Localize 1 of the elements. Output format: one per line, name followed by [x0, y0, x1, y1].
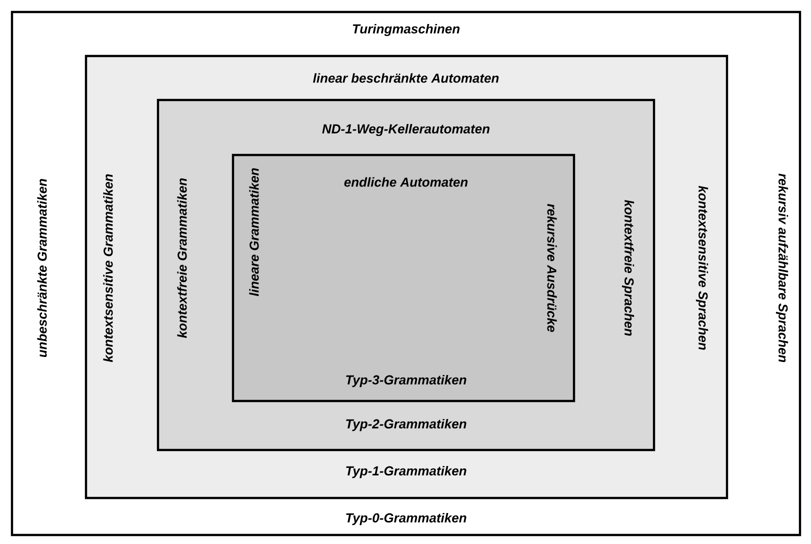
nested-box: endliche Automaten Typ-3-Grammatiken lineare Grammatiken rekursive Ausdrücke	[232, 154, 576, 402]
